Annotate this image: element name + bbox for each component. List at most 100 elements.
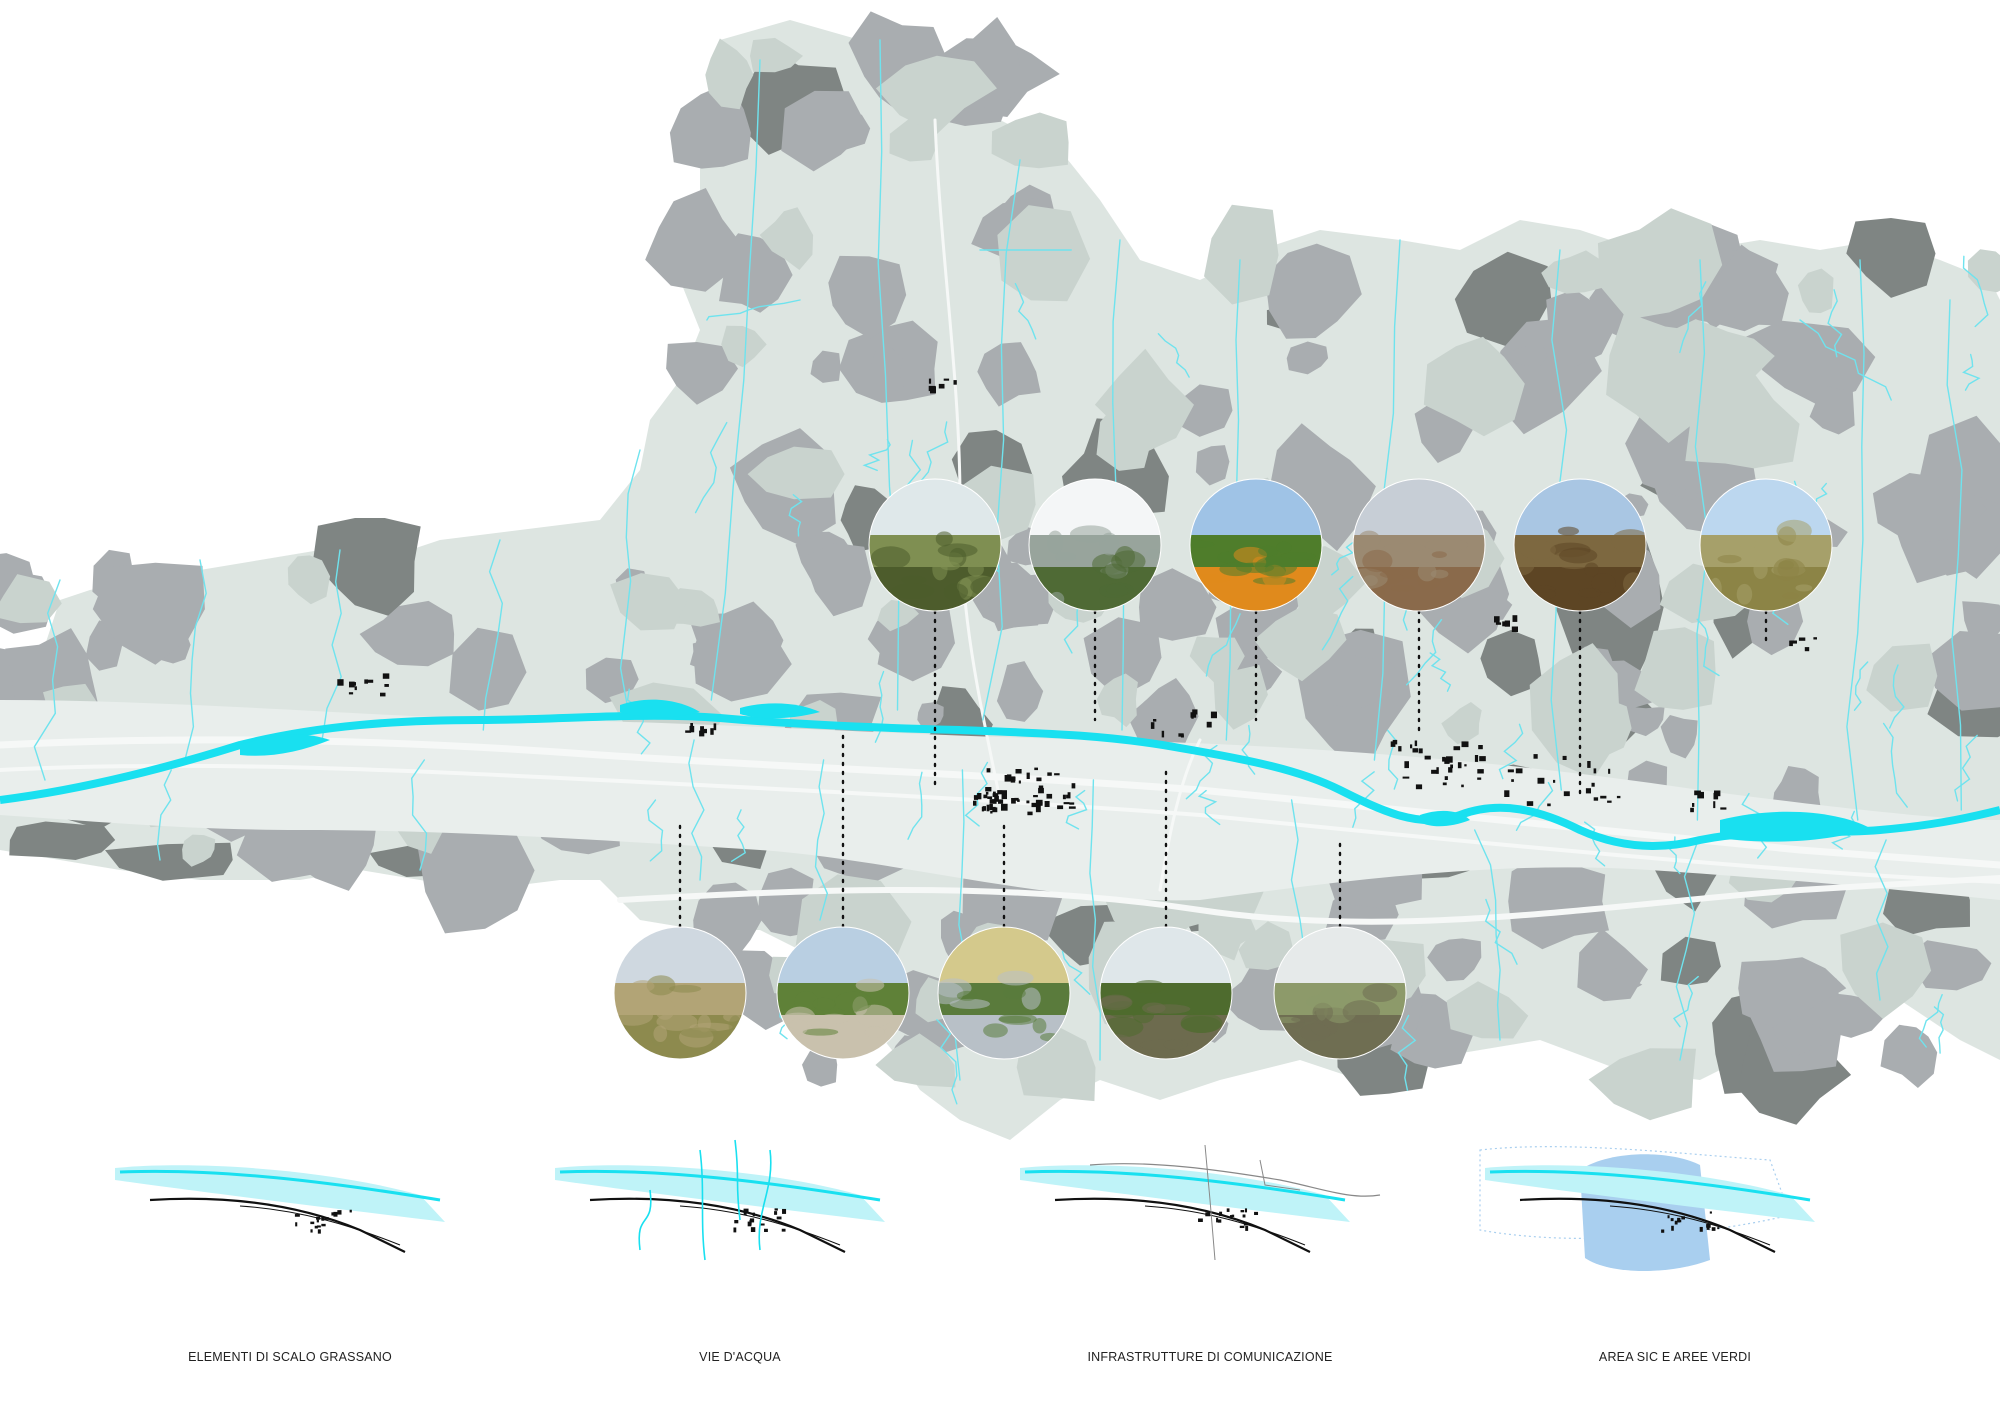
building [1547, 803, 1551, 807]
diagram-waterways [555, 1139, 885, 1261]
stream-line [1065, 789, 1088, 830]
stream-line [964, 761, 989, 827]
building [989, 799, 997, 804]
stream-line [482, 539, 504, 731]
building [938, 383, 945, 389]
building [995, 793, 998, 796]
building [1504, 790, 1510, 797]
terrain-patch [1174, 384, 1233, 437]
stream-line [1672, 975, 1699, 1028]
terrain-patch [417, 804, 535, 934]
diagram-infrastructure [1020, 1144, 1381, 1261]
terrain-patch [0, 574, 62, 624]
building [1062, 794, 1066, 800]
stream-line [33, 579, 61, 781]
terrain-patch [1480, 630, 1543, 697]
caption-elements: ELEMENTI DI SCALO GRASSANO [188, 1350, 392, 1364]
building [1457, 762, 1462, 769]
terrain-patch [1586, 968, 1643, 1000]
terrain-patch [1634, 627, 1716, 710]
building [1014, 797, 1019, 801]
building [1616, 795, 1621, 799]
terrain-patch [991, 112, 1069, 169]
terrain-patch [1927, 631, 2000, 711]
caption-green-areas: AREA SIC E AREE VERDI [1598, 1350, 1752, 1364]
terrain-patch [1685, 368, 1800, 469]
building [1504, 620, 1510, 627]
building [1191, 713, 1194, 719]
terrain-patch [666, 342, 738, 405]
building [987, 796, 993, 799]
building [1412, 748, 1418, 753]
terrain-patch [1189, 636, 1245, 685]
building [1026, 800, 1030, 804]
building [1001, 803, 1008, 811]
terrain-patch [1809, 384, 1855, 435]
terrain-patch [997, 205, 1091, 302]
building [710, 728, 714, 735]
building [713, 723, 717, 731]
terrain-patch [977, 342, 1041, 407]
building [1442, 782, 1447, 786]
building [1446, 756, 1453, 763]
terrain-patch [92, 562, 205, 665]
diagram-elements [115, 1165, 445, 1253]
building [1591, 782, 1595, 787]
terrain-patch [287, 555, 331, 605]
terrain-patch [1441, 702, 1482, 745]
building [1192, 709, 1198, 715]
terrain-patch [759, 207, 814, 270]
building [685, 730, 692, 733]
building [928, 378, 932, 384]
building [1150, 722, 1155, 729]
building [1057, 805, 1064, 810]
building [983, 794, 988, 799]
building [1206, 721, 1212, 728]
terrain-patch [705, 38, 754, 110]
building [384, 684, 389, 687]
building [1537, 777, 1545, 784]
terrain-patch [1597, 208, 1723, 320]
settlement-buildings [337, 378, 1817, 816]
building [1533, 754, 1538, 759]
terrain-patch [1840, 922, 1932, 1019]
terrain-patch [1588, 1048, 1696, 1121]
building [973, 800, 977, 806]
building [997, 790, 1003, 795]
landscape-photos [613, 478, 1833, 1060]
river-basento [0, 699, 2000, 850]
building [337, 679, 344, 686]
building [1563, 791, 1570, 797]
building [1418, 748, 1423, 754]
terrain-patch [1909, 940, 1992, 991]
building [364, 679, 368, 684]
layer-diagrams [115, 1139, 1815, 1272]
building [367, 679, 374, 683]
terrain-patch [803, 543, 872, 617]
stream-line [647, 799, 664, 862]
terrain-patch [875, 55, 997, 135]
building [994, 795, 999, 800]
building [1526, 801, 1534, 806]
stream-line [1962, 255, 1989, 328]
terrain-patch [719, 233, 793, 313]
building [1494, 616, 1500, 623]
building [1033, 795, 1038, 798]
building [1004, 775, 1011, 782]
building [1507, 769, 1514, 773]
building [986, 768, 991, 773]
photo-plowed-field [1353, 479, 1485, 611]
building [1692, 803, 1695, 807]
building [1789, 640, 1793, 647]
building [1046, 793, 1053, 799]
stream-line [1679, 281, 1707, 354]
building [991, 806, 996, 810]
building [1593, 768, 1597, 774]
building [1720, 807, 1727, 810]
stream-line [184, 559, 207, 761]
stream-line [1799, 319, 1892, 401]
building [1804, 647, 1810, 652]
building [1477, 777, 1482, 780]
stream-line [1583, 821, 1606, 867]
diagram-green-areas [1479, 1146, 1815, 1272]
